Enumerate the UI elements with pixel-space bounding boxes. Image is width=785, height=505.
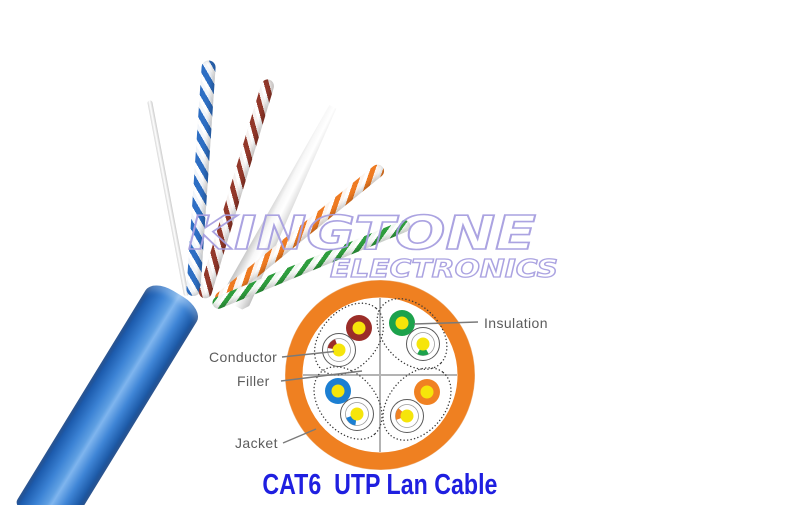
green-wire-conductor: [395, 316, 409, 330]
leader-lines: [280, 321, 479, 444]
blue-wire-conductor: [331, 384, 345, 398]
label-jacket: Jacket: [235, 435, 278, 451]
striped-wires: [322, 327, 440, 433]
filler-leader-line: [280, 370, 363, 382]
white-green-wire-conductor: [416, 337, 430, 351]
solid-wires: [325, 310, 440, 405]
brown-wire-conductor: [352, 321, 366, 335]
white-brown-wire-conductor: [332, 343, 346, 357]
white-blue-wire-conductor: [350, 407, 364, 421]
label-insulation: Insulation: [484, 315, 548, 331]
watermark-line2: ELECTRONICS: [330, 254, 558, 283]
conductor-leader-line: [281, 350, 335, 358]
green-pair-ellipse: [376, 297, 448, 371]
orange-pair-ellipse: [382, 367, 452, 441]
watermark-line1: KINGTONE: [188, 206, 536, 260]
orange-wire-conductor: [420, 385, 434, 399]
brown-pair-ellipse: [313, 302, 385, 376]
jacket-leader-line: [282, 428, 317, 444]
caption-text: CAT6 UTP Lan Cable: [262, 469, 498, 501]
pair-group-ellipses: [313, 297, 452, 441]
label-filler: Filler: [237, 373, 270, 389]
blue-pair-ellipse: [313, 366, 383, 440]
label-conductor: Conductor: [209, 349, 278, 365]
caption: CAT6 UTP Lan Cable: [170, 470, 590, 500]
white-orange-wire-conductor: [400, 409, 414, 423]
kingtone-watermark: KINGTONE ELECTRONICS: [187, 205, 558, 283]
insulation-leader-line: [413, 321, 479, 325]
